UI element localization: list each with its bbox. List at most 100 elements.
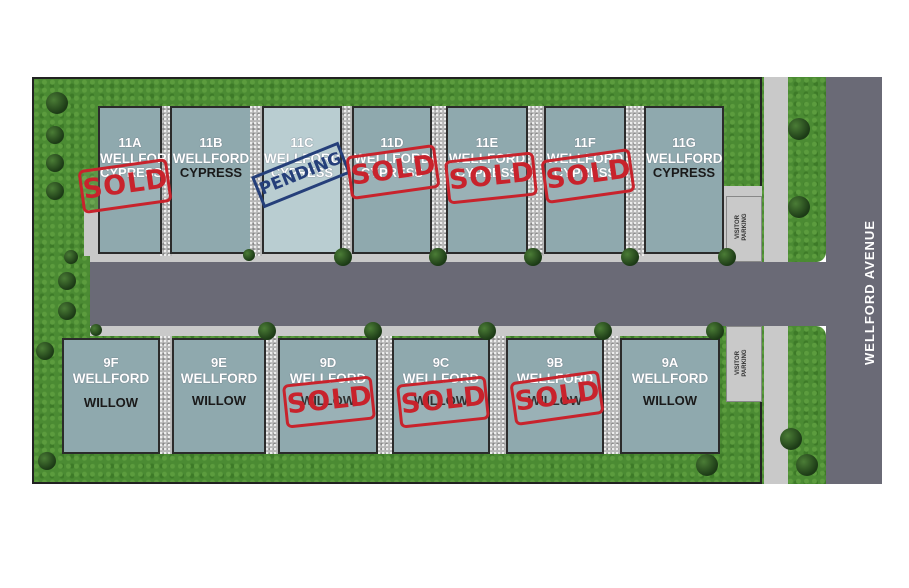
lot-model: WILLOW [191, 393, 247, 409]
lot-name: WELLFORD [172, 150, 250, 166]
lot-9f[interactable]: 9F WELLFORD WILLOW [62, 338, 160, 454]
lot-label: 11F [574, 135, 596, 150]
lot-label: 11B [199, 135, 223, 150]
bush [696, 454, 718, 476]
lot-9d[interactable]: 9D WELLFORD WILLOW [278, 338, 378, 454]
lot-name: WELLFORD [100, 150, 177, 166]
visitor-parking-label-south: VISITOR PARKING [735, 343, 749, 383]
lot-label: 11D [380, 135, 404, 150]
lot-11d[interactable]: 11D WELLFORD CYPRESS [352, 106, 432, 254]
lot-name: WELLFORD [289, 370, 367, 386]
lot-model: CYPRESS [455, 165, 519, 181]
bush [718, 248, 736, 266]
gravel-strip [340, 106, 352, 256]
lot-9b[interactable]: 9B WELLFORD WILLOW [506, 338, 604, 454]
gravel-strip [378, 336, 392, 454]
lot-model: WILLOW [300, 393, 356, 409]
bush [594, 322, 612, 340]
sold-stamp-11e: SOLD [443, 151, 539, 205]
lot-model: WILLOW [83, 395, 139, 411]
drive-sidewalk-south [90, 326, 720, 336]
driveway-pad [84, 210, 98, 256]
lot-label: 11E [475, 135, 499, 150]
bush [46, 126, 64, 144]
lot-9a[interactable]: 9A WELLFORD WILLOW [620, 338, 720, 454]
lot-9e[interactable]: 9E WELLFORD WILLOW [172, 338, 266, 454]
bush [364, 322, 382, 340]
lot-label: 9B [546, 355, 564, 370]
lot-label: 9A [661, 355, 679, 370]
lot-model: CYPRESS [652, 165, 716, 181]
lot-name: WELLFORD [631, 370, 709, 386]
lot-model: CYPRESS [179, 165, 243, 181]
lot-label: 11C [290, 135, 314, 150]
bush [478, 322, 496, 340]
lot-label: 9C [432, 355, 450, 370]
lot-11f[interactable]: 11F WELLFORD CYPRESS [544, 106, 626, 254]
bush [46, 154, 64, 172]
bush [429, 248, 447, 266]
lot-name: WELLFORD [448, 150, 526, 166]
lot-label: 9D [319, 355, 337, 370]
bush [243, 249, 255, 261]
bush [90, 324, 102, 336]
lot-model: WILLOW [642, 393, 698, 409]
lot-label: 11A [118, 135, 142, 150]
bush [796, 454, 818, 476]
lot-11a[interactable]: 11A WELLFORD CYPRESS [98, 106, 177, 254]
sold-stamp-9d: SOLD [281, 375, 377, 429]
lot-9c[interactable]: 9C WELLFORD WILLOW [392, 338, 490, 454]
sold-stamp-9c: SOLD [395, 375, 491, 429]
bush [64, 250, 78, 264]
visitor-parking-label-north: VISITOR PARKING [735, 207, 749, 247]
gravel-strip [604, 336, 620, 454]
lot-model: WILLOW [413, 393, 469, 409]
wellford-avenue-road [826, 77, 882, 484]
street-name-label: WELLFORD AVENUE [862, 220, 877, 365]
lot-name: WELLFORD [402, 370, 480, 386]
internal-drive [90, 262, 762, 326]
lot-11e[interactable]: 11E WELLFORD CYPRESS [446, 106, 528, 254]
visitor-label-line2: PARKING [742, 213, 748, 241]
lot-name: WELLFORD [516, 370, 594, 386]
bush [780, 428, 802, 450]
gravel-strip [160, 106, 172, 256]
lot-label: 9E [211, 355, 227, 370]
bush [46, 182, 64, 200]
street-verge-east-north [788, 77, 826, 262]
lot-11b[interactable]: 11B WELLFORD CYPRESS [170, 106, 250, 254]
lot-name: WELLFORD [646, 150, 723, 166]
bush [58, 302, 76, 320]
lot-model: CYPRESS [270, 165, 334, 181]
gravel-strip [266, 336, 278, 454]
drive-sidewalk-north [90, 254, 762, 262]
lot-model: CYPRESS [360, 165, 424, 181]
lot-11g[interactable]: 11G WELLFORD CYPRESS [644, 106, 724, 254]
bush [258, 322, 276, 340]
visitor-label-line2: PARKING [742, 349, 748, 377]
gravel-strip [432, 106, 446, 256]
lot-name: WELLFORD [546, 150, 624, 166]
gravel-strip [626, 106, 644, 256]
lot-11c[interactable]: 11C WELLFORD CYPRESS [262, 106, 342, 254]
visitor-label-line1: VISITOR [735, 351, 741, 375]
lot-name: WELLFORD [180, 370, 258, 386]
bush [46, 92, 68, 114]
bush [788, 196, 810, 218]
bush [524, 248, 542, 266]
bush [58, 272, 76, 290]
bush [334, 248, 352, 266]
gravel-strip [250, 106, 262, 256]
lot-name: WELLFORD [264, 150, 341, 166]
lot-label: 11G [672, 135, 696, 150]
lot-label: 9F [103, 355, 119, 370]
gravel-strip [160, 336, 172, 454]
gravel-strip [490, 336, 506, 454]
visitor-parking-south [726, 326, 762, 402]
gravel-strip [528, 106, 544, 256]
visitor-label-line1: VISITOR [735, 215, 741, 239]
lot-name: WELLFORD [72, 370, 150, 386]
lot-name: WELLFORD [354, 150, 431, 166]
bush [706, 322, 724, 340]
bush [38, 452, 56, 470]
